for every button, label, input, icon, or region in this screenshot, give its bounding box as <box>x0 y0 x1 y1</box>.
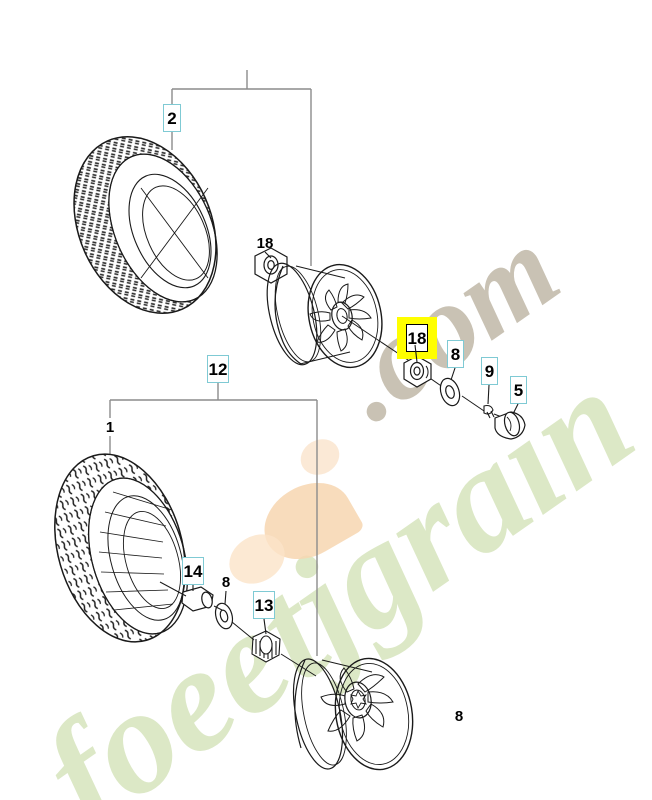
upper-bushing-18 <box>254 247 288 284</box>
upper-tire <box>69 124 231 331</box>
callout-9-text: 9 <box>484 361 495 381</box>
callout-8-lower[interactable]: 8 <box>219 573 233 591</box>
callout-1[interactable]: 1 <box>103 418 117 436</box>
washer-8 <box>439 377 461 407</box>
callout-12[interactable]: 12 <box>207 355 229 383</box>
callout-14[interactable]: 14 <box>182 557 204 585</box>
callout-8-bottom[interactable]: 8 <box>452 707 466 725</box>
callout-9[interactable]: 9 <box>481 357 498 385</box>
callout-1-text: 1 <box>105 418 115 436</box>
callout-18-highlighted-box: 18 <box>406 324 428 352</box>
bushing-18-highlighted <box>403 355 432 388</box>
callout-2-text: 2 <box>167 108 177 128</box>
callout-13-text: 13 <box>254 595 274 615</box>
cotter-pin-9 <box>483 404 495 419</box>
callout-8-upper[interactable]: 8 <box>447 340 464 368</box>
callout-18-upper-text: 18 <box>256 234 274 252</box>
lower-wheel-rim <box>292 657 414 771</box>
callout-5[interactable]: 5 <box>510 376 527 404</box>
callout-2[interactable]: 2 <box>163 104 181 132</box>
hub-cap-5 <box>494 411 526 440</box>
callout-13[interactable]: 13 <box>253 591 275 619</box>
lower-rim-leader <box>400 736 452 766</box>
callout-14-text: 14 <box>183 561 203 581</box>
callout-18-upper[interactable]: 18 <box>253 234 277 252</box>
callout-18-highlighted-text: 18 <box>407 328 427 348</box>
upper-wheel-rim <box>266 262 383 369</box>
lower-tire <box>44 444 206 658</box>
washer-8-lower <box>214 602 234 630</box>
callout-8-lower-text: 8 <box>221 573 231 591</box>
callout-8-bottom-text: 8 <box>454 707 464 725</box>
bracket-group-2 <box>171 70 312 266</box>
bearing-13 <box>251 630 281 663</box>
callout-12-text: 12 <box>208 359 228 379</box>
spacer-sleeve-14 <box>181 586 214 612</box>
callout-8-upper-text: 8 <box>450 344 461 364</box>
callout-5-text: 5 <box>513 380 524 400</box>
callout-18-highlighted[interactable]: 18 <box>397 317 437 359</box>
